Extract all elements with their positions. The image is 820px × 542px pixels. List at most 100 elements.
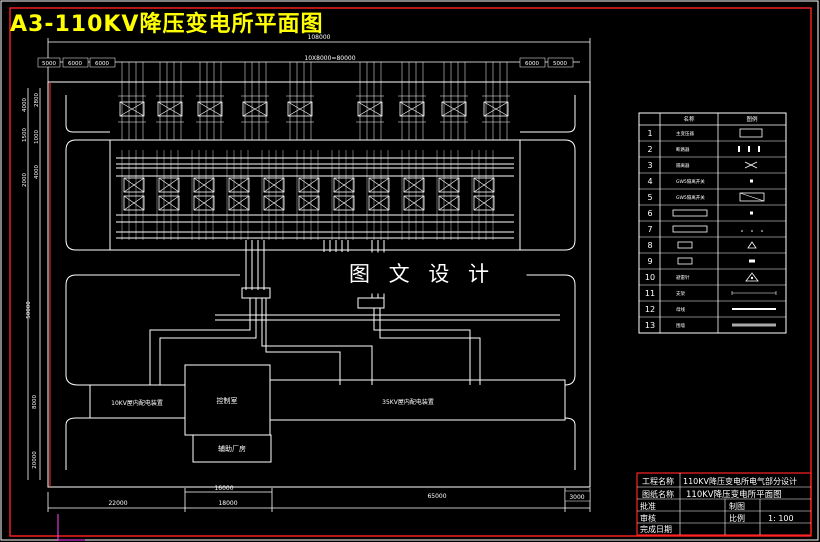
breaker-cross xyxy=(438,177,460,193)
breaker-symbol xyxy=(228,195,250,211)
line-breaker-symbol xyxy=(287,101,313,117)
dim-bottom-3000: 3000 xyxy=(569,494,584,501)
drawing-title: A3-110KV降压变电所平面图 xyxy=(10,12,324,37)
road-11 xyxy=(65,417,90,470)
control-room-label: 控制室 xyxy=(217,396,238,405)
legend-frame xyxy=(638,112,787,334)
line-breaker-symbol xyxy=(399,101,425,117)
line-breaker-symbol xyxy=(483,101,509,117)
breaker-symbol xyxy=(298,177,320,193)
room-10kv-label: 10KV屋内配电装置 xyxy=(111,399,163,407)
dim-vertical-0: 4000 xyxy=(22,98,28,112)
tb-review-label: 审核 xyxy=(640,513,656,523)
legend-row-number: 12 xyxy=(645,305,655,314)
switch-box-icon xyxy=(739,192,765,202)
road-8 xyxy=(65,285,90,386)
tb-approved-label: 批准 xyxy=(640,501,656,511)
dim-left-0: 5000 xyxy=(42,61,56,67)
breaker-symbol xyxy=(123,195,145,211)
dim-vertical-labels: 4000 2800 1500 1000 2000 4000 50000 8000… xyxy=(22,93,40,469)
dim-box xyxy=(547,57,574,68)
breaker-symbol xyxy=(333,177,355,193)
ucs-cursor-icon xyxy=(57,514,85,541)
tb-drawn-label: 制图 xyxy=(729,501,745,511)
dim-right-spacings: 6000 5000 xyxy=(519,57,574,68)
dim-vertical-4: 2000 xyxy=(22,173,28,187)
breaker-symbol xyxy=(228,177,250,193)
breaker-cross xyxy=(193,177,215,193)
road-5 xyxy=(520,139,576,151)
tb-scale-label: 比例 xyxy=(729,513,745,523)
legend-row-name: 围墙 xyxy=(676,322,685,329)
aux-building-label: 辅助厂房 xyxy=(218,444,246,453)
dim-bottom-18000: 18000 xyxy=(218,500,237,507)
breaker-cross xyxy=(399,101,425,117)
breaker-symbol xyxy=(263,195,285,211)
transformer-icon xyxy=(739,128,763,138)
dim-vertical-bottom: 20000 xyxy=(32,451,38,469)
road-3 xyxy=(65,139,110,151)
line-breaker-symbol xyxy=(197,101,223,117)
building-aux xyxy=(192,434,272,463)
terminal-box xyxy=(357,297,385,309)
room-35kv-label: 35KV屋内配电装置 xyxy=(382,398,434,406)
breaker-symbol xyxy=(193,177,215,193)
cable-run xyxy=(159,298,257,385)
breaker-cross xyxy=(368,195,390,211)
legend-row-number: 2 xyxy=(647,145,652,154)
dim-vertical-mid: 50000 xyxy=(26,301,32,319)
dim-right-1: 5000 xyxy=(553,61,567,67)
breaker-cross xyxy=(158,177,180,193)
legend-row-number: 5 xyxy=(647,193,652,202)
legend-row-number: 9 xyxy=(647,257,652,266)
legend-header-name: 名称 xyxy=(683,115,695,123)
breaker-cross xyxy=(228,195,250,211)
legend-row-number: 8 xyxy=(647,241,652,250)
breaker-cross xyxy=(263,195,285,211)
bay-layer xyxy=(118,62,510,240)
breaker-cross xyxy=(333,195,355,211)
legend-row-name: GW5隔离开关 xyxy=(676,194,705,201)
isolator-icon xyxy=(744,161,758,169)
breaker-symbol xyxy=(158,177,180,193)
name-box-icon xyxy=(677,257,693,265)
dim-overall: 108000 xyxy=(308,34,331,41)
dots-icon xyxy=(741,230,743,232)
breaker-cross xyxy=(193,195,215,211)
breaker-symbol xyxy=(193,195,215,211)
breaker-cross xyxy=(123,195,145,211)
road-12 xyxy=(564,417,576,470)
cable-run xyxy=(261,298,373,385)
road-1 xyxy=(65,95,110,133)
breaker-symbol xyxy=(298,195,320,211)
legend-row-number: 1 xyxy=(647,129,652,138)
dim-vertical-1: 2800 xyxy=(34,93,40,107)
breaker-cross xyxy=(438,195,460,211)
legend-row-number: 13 xyxy=(645,321,655,330)
dim-vertical-3: 1000 xyxy=(34,130,40,144)
dim-right-0: 6000 xyxy=(525,61,539,67)
breaker-cross xyxy=(242,101,268,117)
breaker-icon xyxy=(758,146,760,152)
breaker-cross xyxy=(473,195,495,211)
breaker-symbol xyxy=(123,177,145,193)
breaker-symbol xyxy=(403,177,425,193)
legend-row-number: 10 xyxy=(645,273,655,282)
breaker-cross xyxy=(119,101,145,117)
cable-run xyxy=(379,308,481,385)
dots-icon xyxy=(761,230,763,232)
breaker-cross xyxy=(298,177,320,193)
line-breaker-symbol xyxy=(157,101,183,117)
legend-row-name: 断路器 xyxy=(676,146,690,153)
watermark-text: 图 文 设 计 xyxy=(349,262,495,286)
building-35kv xyxy=(269,379,566,421)
cable-run xyxy=(149,298,251,385)
breaker-icon xyxy=(738,146,740,152)
breaker-cross xyxy=(403,195,425,211)
name-box-icon xyxy=(672,209,708,217)
tb-scale-value: 1: 100 xyxy=(768,514,794,523)
title-block-frame xyxy=(636,472,812,536)
breaker-cross xyxy=(157,101,183,117)
dimension-lines xyxy=(27,38,591,512)
breaker-symbol xyxy=(473,177,495,193)
